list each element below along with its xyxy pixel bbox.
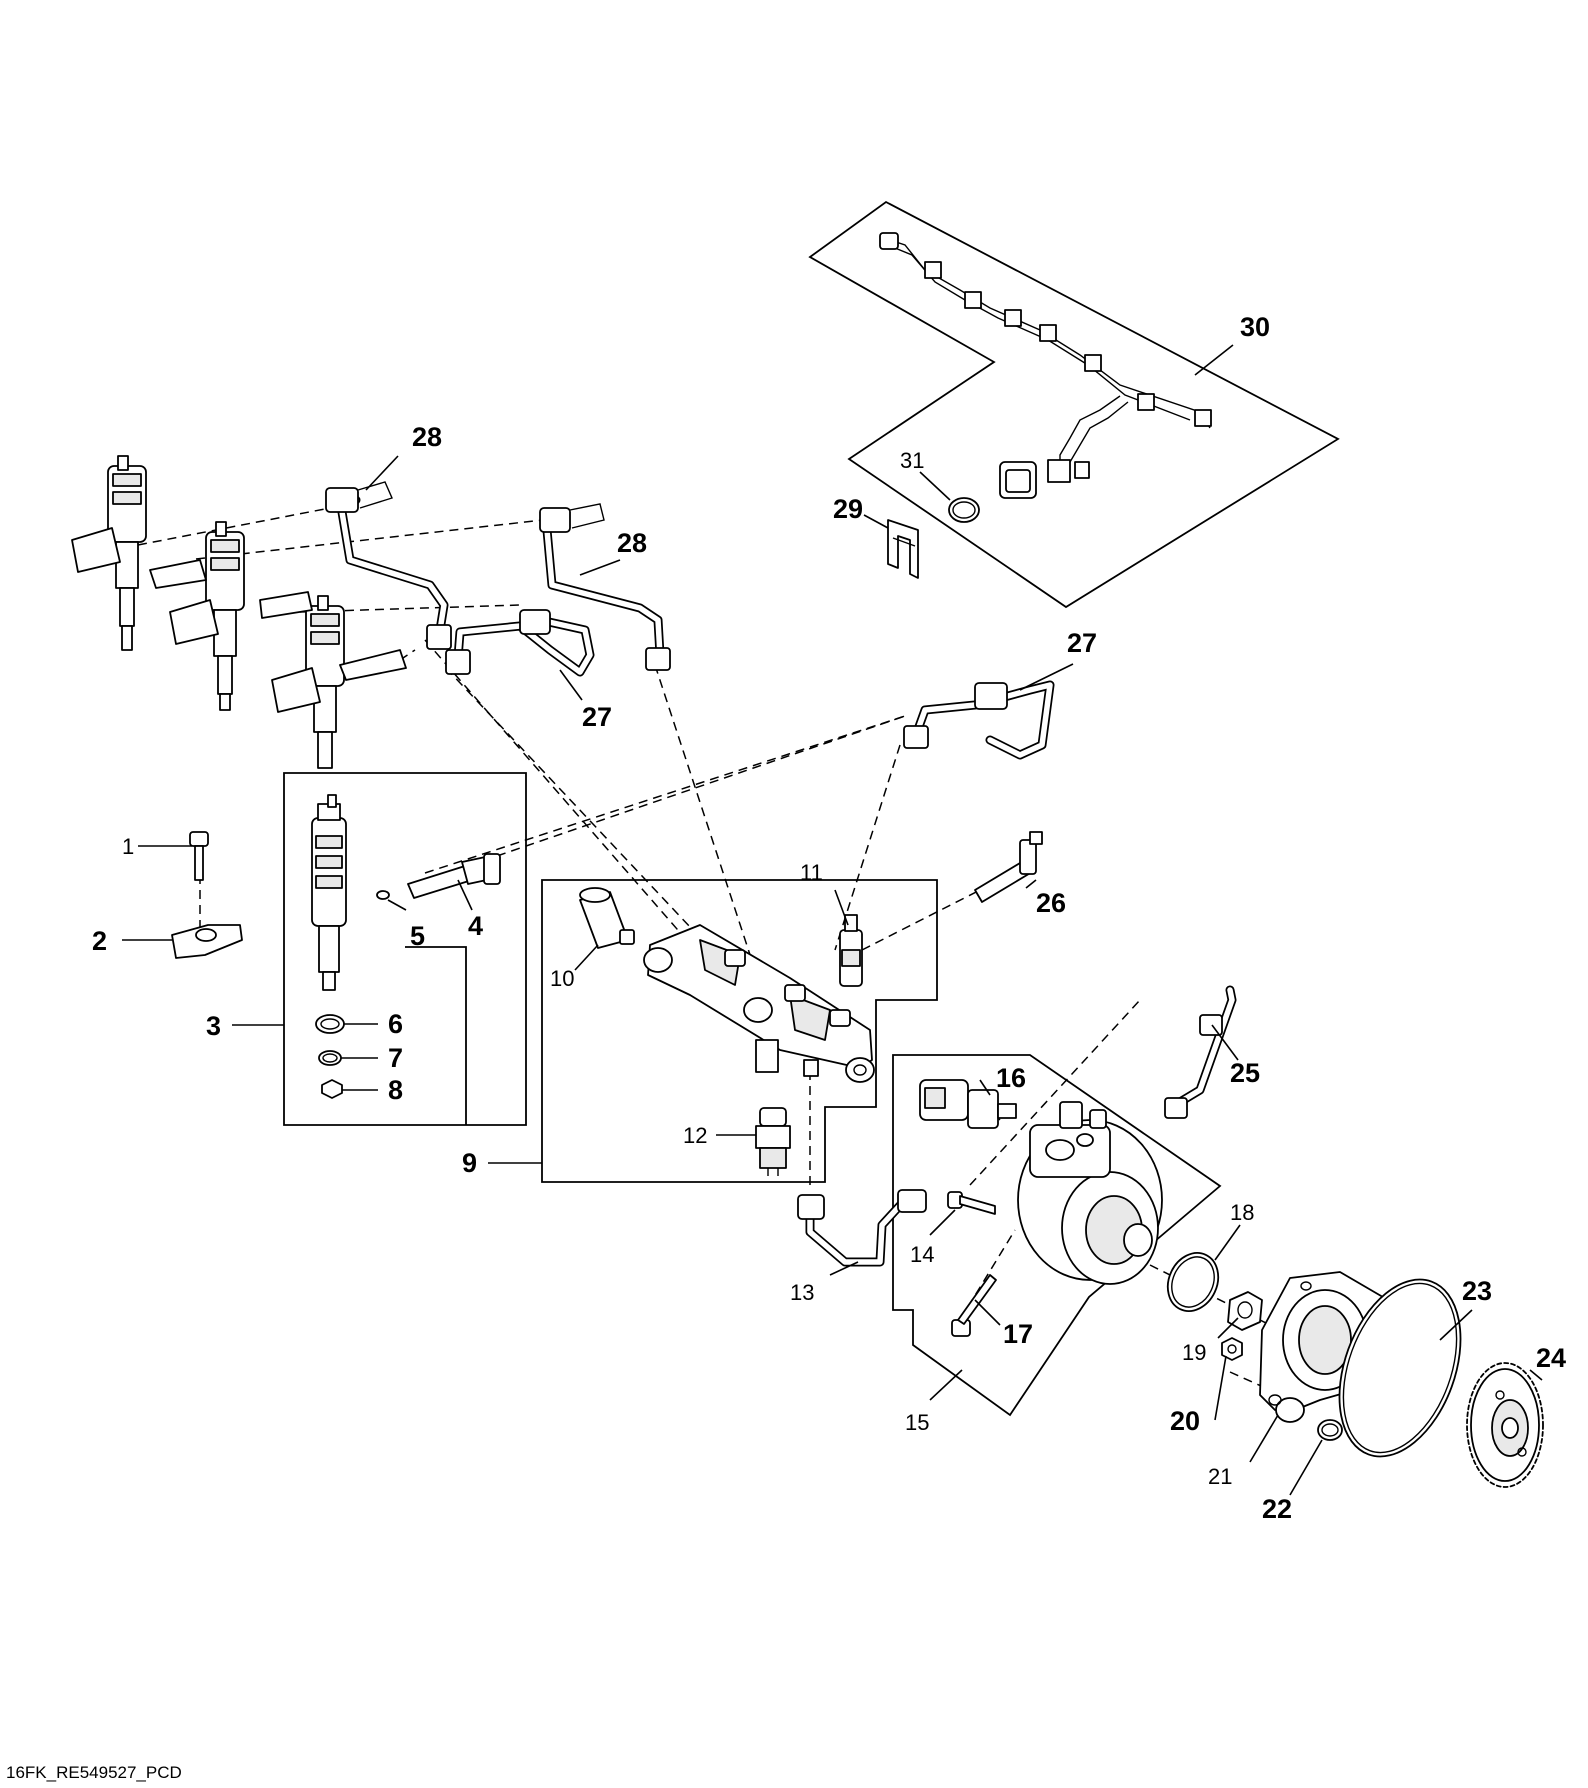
callout-3: 3 — [206, 1011, 221, 1041]
callout-18: 18 — [1230, 1200, 1254, 1225]
o-ring-22 — [1317, 1419, 1343, 1441]
group-frame-9-fuel-rail — [541, 879, 938, 1183]
fuel-line-25 — [1164, 985, 1237, 1119]
injector-assembly-upper-1 — [71, 455, 147, 651]
nut-20 — [1221, 1337, 1243, 1361]
clip-29 — [887, 519, 919, 579]
o-ring-18 — [1166, 1252, 1220, 1312]
fuel-rail-9 — [643, 924, 875, 1083]
group-frame-30-wiring-harness — [808, 200, 1340, 609]
fuel-line-13 — [797, 1189, 927, 1267]
injector-assembly-upper-3 — [271, 595, 345, 769]
group-frame-15-fuel-pump — [892, 1054, 1222, 1417]
callout-20: 20 — [1170, 1406, 1200, 1436]
callout-23: 23 — [1462, 1276, 1492, 1306]
drive-gear-24 — [1466, 1362, 1544, 1488]
callout-28-upper: 28 — [412, 422, 442, 452]
callout-25: 25 — [1230, 1058, 1260, 1088]
wiring-harness-30 — [879, 232, 1212, 499]
callout-4: 4 — [468, 911, 483, 941]
flow-limiter-11 — [839, 914, 863, 987]
pressure-sensor-12 — [755, 1107, 791, 1176]
callout-6: 6 — [388, 1009, 403, 1039]
nut-19 — [1227, 1291, 1263, 1331]
callout-16: 16 — [996, 1063, 1026, 1093]
fuel-pump-body-15 — [1017, 1101, 1163, 1285]
callout-15: 15 — [905, 1410, 929, 1435]
fuel-inlet-connector-4 — [407, 853, 501, 899]
fuel-line-27-upper — [445, 609, 595, 677]
callout-11: 11 — [800, 860, 823, 885]
callout-12: 12 — [683, 1123, 707, 1148]
clamp-2 — [171, 924, 243, 959]
o-ring-5 — [376, 890, 390, 900]
connector-26 — [974, 831, 1043, 903]
callout-labels: 28 28 27 27 30 31 29 1 2 4 5 3 6 7 8 9 1… — [92, 312, 1566, 1524]
injector-3 — [311, 794, 347, 991]
callout-27-right: 27 — [1067, 628, 1097, 658]
callout-21: 21 — [1208, 1464, 1232, 1489]
callout-24: 24 — [1536, 1343, 1566, 1373]
callout-9: 9 — [462, 1148, 477, 1178]
callout-10: 10 — [550, 966, 574, 991]
injector-clamp-upper — [149, 559, 407, 681]
fuel-line-28-right — [539, 503, 671, 671]
callout-22: 22 — [1262, 1494, 1292, 1524]
callout-28-right: 28 — [617, 528, 647, 558]
nut-8 — [321, 1079, 343, 1099]
callout-2: 2 — [92, 926, 107, 956]
drawing-id: 16FK_RE549527_PCD — [6, 1763, 182, 1782]
callout-17: 17 — [1003, 1319, 1033, 1349]
o-ring-23 — [1338, 1278, 1462, 1458]
callout-13: 13 — [790, 1280, 814, 1305]
bolt-1 — [189, 831, 209, 881]
callout-1: 1 — [122, 834, 134, 859]
callout-29: 29 — [833, 494, 863, 524]
callout-27-left: 27 — [582, 702, 612, 732]
fuel-line-28-left — [325, 481, 452, 650]
callout-8: 8 — [388, 1075, 403, 1105]
callout-30: 30 — [1240, 312, 1270, 342]
bolt-14 — [947, 1191, 996, 1215]
callout-14: 14 — [910, 1242, 934, 1267]
callout-31: 31 — [900, 448, 924, 473]
callout-7: 7 — [388, 1043, 403, 1073]
fuel-line-27-right — [903, 680, 1055, 760]
callout-26: 26 — [1036, 888, 1066, 918]
callout-19: 19 — [1182, 1340, 1206, 1365]
group-frame-3-injector — [283, 772, 527, 1126]
callout-5: 5 — [410, 921, 425, 951]
leader-lines — [122, 344, 1543, 1496]
bolt-17 — [951, 1274, 997, 1337]
injector-assembly-upper-2 — [169, 521, 245, 711]
pressure-limiter-10 — [579, 887, 635, 949]
seal-ring-6 — [315, 1014, 345, 1034]
pressure-control-valve-16 — [919, 1079, 1017, 1129]
